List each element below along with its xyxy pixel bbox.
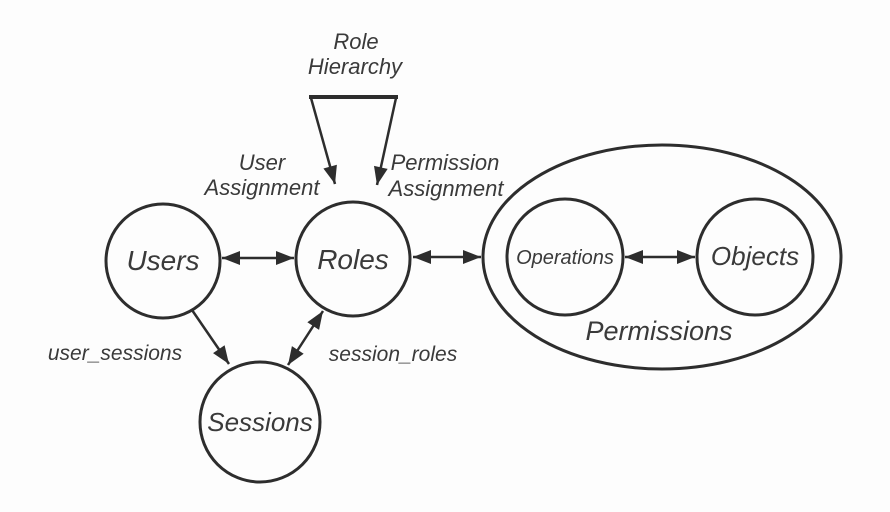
users-node-label: Users	[126, 245, 199, 276]
permissions-group-ellipse	[481, 143, 843, 371]
role-hierarchy-funnel-right-arrow	[374, 97, 398, 186]
sessions-node-circle	[198, 360, 322, 484]
session-roles-edge-label: session_roles	[329, 343, 458, 366]
permission-assignment-label-line1: Permission	[391, 150, 500, 175]
sessions-roles-arrow	[286, 310, 325, 366]
user-assignment-label-line1: User	[239, 150, 287, 175]
role-hierarchy-label-line2: Hierarchy	[308, 54, 404, 79]
operations-node-circle	[505, 197, 625, 317]
objects-node-label: Objects	[711, 241, 799, 271]
user-assignment-label-line2: Assignment	[203, 175, 321, 200]
user-sessions-edge-label: user_sessions	[48, 342, 183, 365]
users-node-circle	[104, 202, 222, 320]
permissions-group-label: Permissions	[585, 316, 732, 346]
roles-node-label: Roles	[317, 244, 389, 275]
role-hierarchy-label-line1: Role	[333, 29, 378, 54]
permission-assignment-label-line2: Assignment	[387, 176, 505, 201]
roles-node-circle	[294, 200, 412, 318]
objects-node-circle	[695, 197, 815, 317]
role-hierarchy-funnel-left-arrow	[309, 97, 337, 185]
users-sessions-arrow	[190, 309, 231, 365]
sessions-node-label: Sessions	[207, 407, 313, 437]
operations-node-label: Operations	[516, 247, 614, 269]
